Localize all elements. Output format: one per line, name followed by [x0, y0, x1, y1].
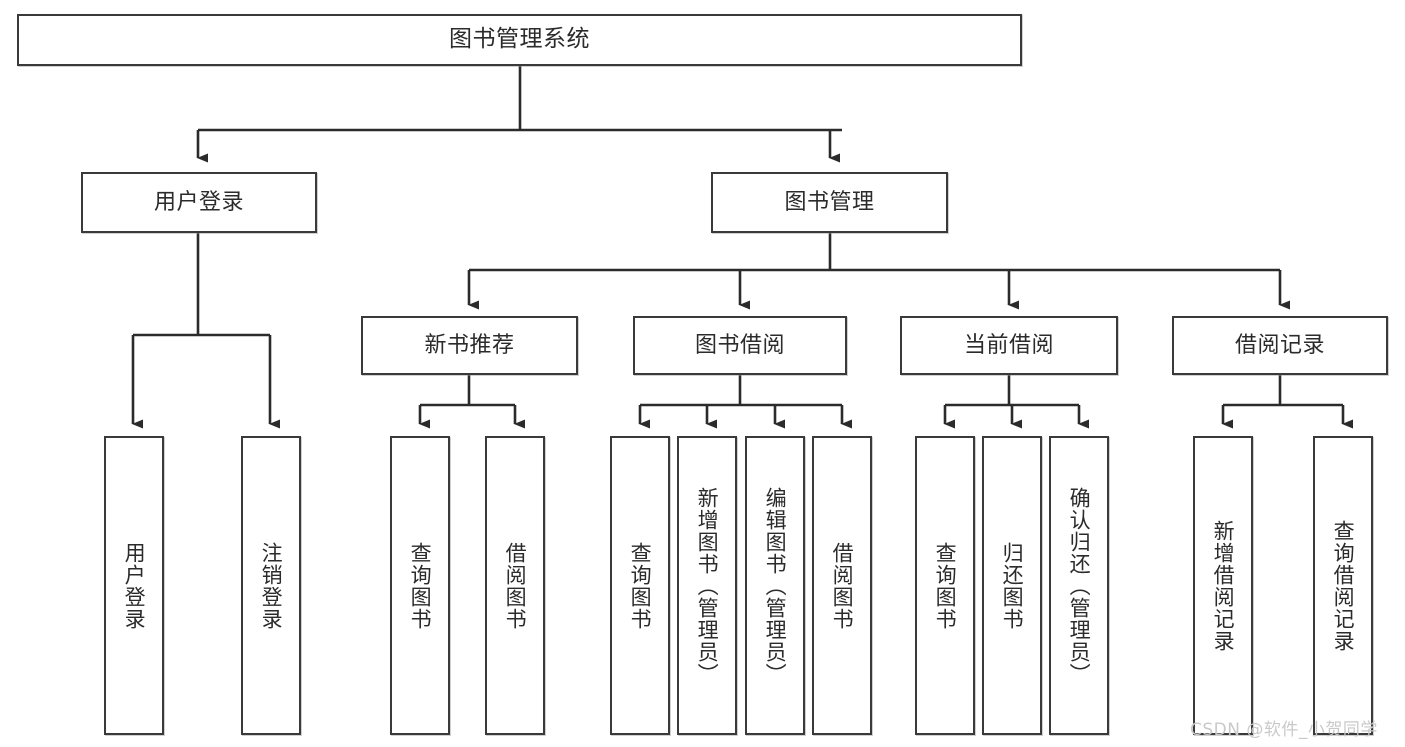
csdn-watermark: CSDN @软件_小贺同学 — [1190, 720, 1378, 740]
node-leaf-edit-book-label: 编辑图书（管理员） — [763, 486, 788, 685]
node-leaf-query-book-1[interactable]: 查询图书 — [390, 436, 450, 735]
node-leaf-confirm-return-label: 确认归还（管理员） — [1067, 486, 1092, 685]
node-borrow-record-label: 借阅记录 — [1234, 332, 1325, 358]
node-leaf-confirm-return[interactable]: 确认归还（管理员） — [1049, 436, 1109, 735]
node-leaf-logout-login-label: 注销登录 — [259, 541, 284, 630]
node-leaf-query-record[interactable]: 查询借阅记录 — [1313, 436, 1373, 735]
node-new-book-recommend-label: 新书推荐 — [424, 332, 515, 358]
node-leaf-borrow-book-1-label: 借阅图书 — [503, 541, 528, 630]
node-leaf-add-record[interactable]: 新增借阅记录 — [1193, 436, 1253, 735]
node-root-label: 图书管理系统 — [449, 26, 590, 53]
node-leaf-query-record-label: 查询借阅记录 — [1331, 519, 1356, 652]
node-borrow-record[interactable]: 借阅记录 — [1172, 316, 1388, 375]
node-leaf-borrow-book-1[interactable]: 借阅图书 — [485, 436, 545, 735]
node-current-borrow[interactable]: 当前借阅 — [900, 316, 1118, 375]
node-leaf-add-book[interactable]: 新增图书（管理员） — [677, 436, 737, 735]
node-leaf-query-book-3[interactable]: 查询图书 — [915, 436, 975, 735]
node-leaf-user-login[interactable]: 用户登录 — [104, 436, 164, 735]
node-leaf-query-book-2[interactable]: 查询图书 — [610, 436, 670, 735]
node-leaf-query-book-2-label: 查询图书 — [628, 541, 653, 630]
node-leaf-return-book[interactable]: 归还图书 — [982, 436, 1042, 735]
node-leaf-return-book-label: 归还图书 — [1000, 541, 1025, 630]
node-user-login-label: 用户登录 — [153, 189, 244, 215]
node-book-borrow[interactable]: 图书借阅 — [633, 316, 847, 375]
node-leaf-add-record-label: 新增借阅记录 — [1211, 519, 1236, 652]
node-book-manage[interactable]: 图书管理 — [711, 172, 948, 233]
node-leaf-add-book-label: 新增图书（管理员） — [695, 486, 720, 685]
node-root[interactable]: 图书管理系统 — [17, 14, 1022, 66]
node-leaf-query-book-3-label: 查询图书 — [933, 541, 958, 630]
node-leaf-user-login-label: 用户登录 — [122, 541, 147, 630]
node-user-login[interactable]: 用户登录 — [81, 172, 317, 233]
node-new-book-recommend[interactable]: 新书推荐 — [361, 316, 578, 375]
node-leaf-logout-login[interactable]: 注销登录 — [241, 436, 301, 735]
node-book-manage-label: 图书管理 — [784, 189, 875, 215]
node-book-borrow-label: 图书借阅 — [694, 332, 785, 358]
node-leaf-borrow-book-2[interactable]: 借阅图书 — [812, 436, 872, 735]
node-current-borrow-label: 当前借阅 — [963, 332, 1054, 358]
node-leaf-edit-book[interactable]: 编辑图书（管理员） — [745, 436, 805, 735]
node-leaf-borrow-book-2-label: 借阅图书 — [830, 541, 855, 630]
node-leaf-query-book-1-label: 查询图书 — [408, 541, 433, 630]
